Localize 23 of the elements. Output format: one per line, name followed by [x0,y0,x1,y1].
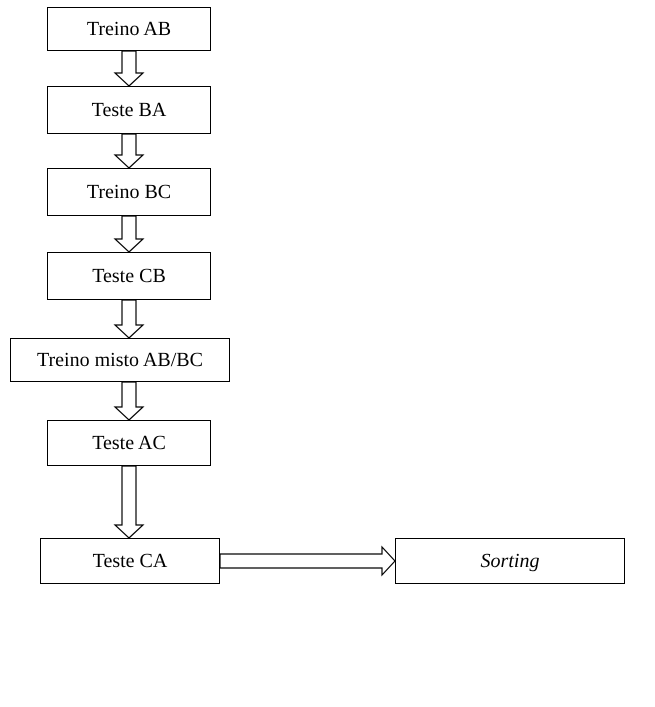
block-arrow [113,381,145,421]
block-arrow [113,133,145,169]
step-label: Teste BA [92,98,166,122]
block-arrow [113,299,145,339]
block-arrow [113,215,145,253]
process-box [47,86,211,134]
block-arrow [219,545,396,577]
step-label: Sorting [480,550,540,572]
block-arrow [113,50,145,87]
process-box [47,420,211,466]
step-label: Treino AB [86,18,172,40]
process-box [47,168,211,216]
step-label: Treino BC [86,180,172,204]
step-label: Teste AC [92,432,166,454]
process-box [10,338,230,382]
block-arrow [113,465,145,539]
step-label: Teste CB [92,264,166,288]
step-label: Teste CA [92,550,168,572]
process-box [395,538,625,584]
process-box [47,252,211,300]
process-box [40,538,220,584]
process-box [47,7,211,51]
step-label: Treino misto AB/BC [37,348,203,372]
